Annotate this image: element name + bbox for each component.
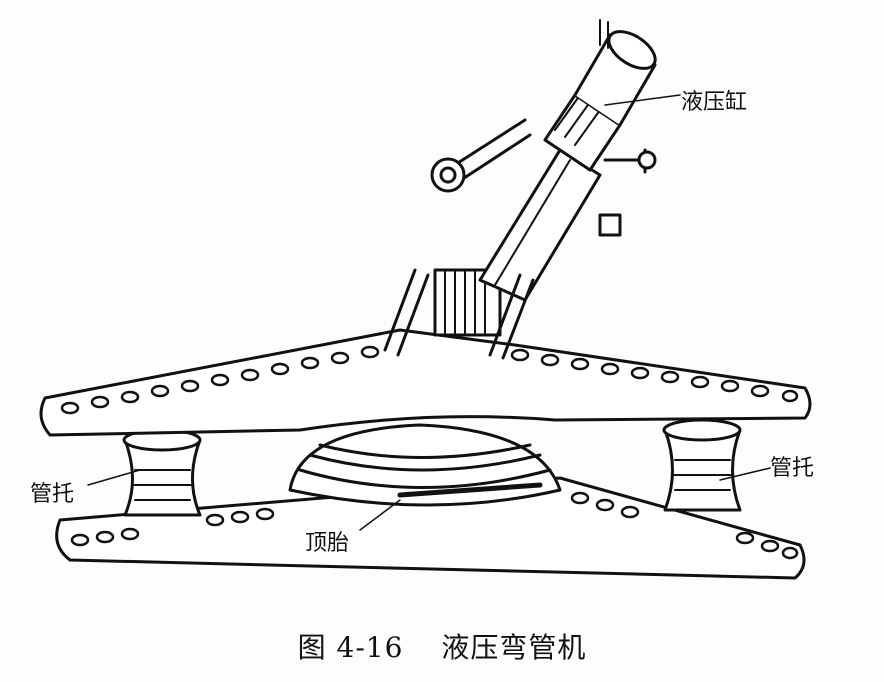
figure-caption: 图 4-16 液压弯管机	[0, 626, 884, 666]
lower-plate	[55, 476, 806, 580]
cylinder-label: 液压缸	[681, 90, 748, 115]
figure-number: 图 4-16	[297, 631, 404, 664]
upper-plate-holes	[60, 345, 799, 415]
lower-plate-holes	[70, 491, 799, 560]
bending-die-label: 顶胎	[305, 531, 350, 556]
right-pipe-support-label: 管托	[770, 456, 815, 481]
right-pipe-support-roller	[662, 418, 742, 512]
figure-title: 液压弯管机	[441, 631, 587, 664]
hydraulic-cylinder	[383, 19, 657, 360]
left-pipe-support-roller	[122, 428, 202, 517]
leader-lines	[87, 94, 771, 531]
left-pipe-support-label: 管托	[30, 482, 75, 507]
upper-plate	[39, 328, 812, 437]
bending-die	[288, 423, 562, 507]
